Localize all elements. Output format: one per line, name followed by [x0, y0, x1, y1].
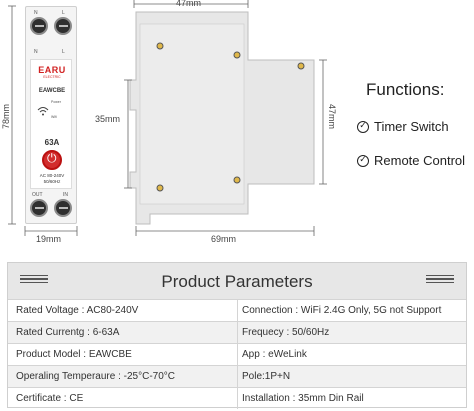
screw-icon: [54, 199, 72, 217]
param-cell: Product Model : EAWCBE: [16, 349, 132, 360]
function-item-remote: ✓ Remote Control: [357, 153, 465, 168]
screw-icon: [54, 17, 72, 35]
column-divider: [237, 299, 238, 409]
param-cell: App : eWeLink: [242, 349, 307, 360]
param-cell: Rated Voltage : AC80-240V: [16, 305, 139, 316]
function-item-label: Remote Control: [374, 153, 466, 168]
device-side-view: [124, 0, 327, 236]
top-terminals: [30, 17, 72, 43]
front-dimension-lines: [8, 5, 78, 236]
functions-title: Functions:: [366, 80, 445, 99]
terminal-label-n: N: [34, 10, 38, 16]
power-indicator-label: Power: [51, 100, 61, 104]
param-cell: Connection : WiFi 2.4G Only, 5G not Supp…: [242, 305, 442, 316]
function-item-timer: ✓ Timer Switch: [357, 119, 449, 134]
parameters-header: Product Parameters: [8, 263, 466, 299]
side-height-label: 47mm: [327, 104, 337, 130]
device-voltage: AC 80-240V: [39, 173, 65, 178]
param-cell: Installation : 35mm Din Rail: [242, 393, 364, 404]
parameters-title: Product Parameters: [161, 272, 313, 291]
param-cell: Rated Currentg : 6-63A: [16, 327, 120, 338]
terminal-label-in: IN: [63, 192, 68, 198]
terminal-label-n-bottom: N: [34, 49, 38, 55]
wifi-icon: [37, 107, 49, 116]
function-item-label: Timer Switch: [374, 119, 449, 134]
front-width-label: 19mm: [36, 234, 62, 244]
param-cell: Operaling Temperaure : -25°C-70°C: [16, 371, 175, 382]
check-circle-icon: ✓: [357, 154, 369, 167]
brand-logo: EARU: [38, 65, 66, 75]
device-label-panel: EARU ELECTRIC EAWCBE Power Wifi 63A AC 8…: [30, 59, 72, 189]
screw-icon: [30, 17, 48, 35]
device-model: EAWCBE: [38, 88, 66, 94]
param-cell: Frequecy : 50/60Hz: [242, 327, 330, 338]
header-decoration-right: [426, 275, 454, 284]
terminal-label-out: OUT: [32, 192, 43, 198]
check-circle-icon: ✓: [357, 120, 369, 133]
rail-dimension-label: 35mm: [95, 114, 121, 124]
brand-subtitle: ELECTRIC: [43, 75, 61, 79]
screw-icon: [30, 199, 48, 217]
bottom-terminals: [30, 199, 72, 225]
product-parameters-table: Product Parameters Rated Voltage : AC80-…: [7, 262, 467, 409]
terminal-label-l-bottom: L: [62, 49, 65, 55]
power-button-icon: [42, 150, 62, 170]
side-depth-label: 69mm: [211, 234, 237, 244]
header-decoration-left: [20, 275, 48, 284]
terminal-label-l: L: [62, 10, 65, 16]
param-cell: Certificate : CE: [16, 393, 84, 404]
side-top-width-label: 47mm: [176, 0, 202, 8]
wifi-indicator-label: Wifi: [51, 115, 57, 119]
param-cell: Pole:1P+N: [242, 371, 291, 382]
device-frequency: 50/60Hz: [43, 179, 61, 184]
current-rating: 63A: [44, 138, 60, 147]
device-front-view: N L N L EARU ELECTRIC EAWCBE Power Wifi …: [25, 6, 77, 224]
